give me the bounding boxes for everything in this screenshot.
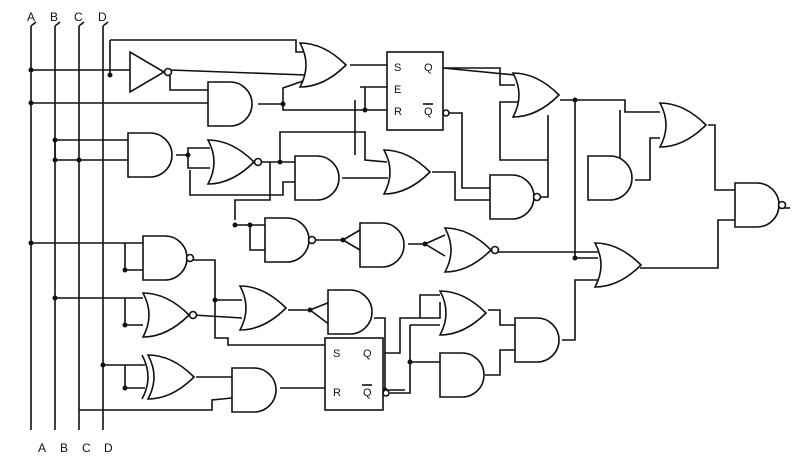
sr-latch-r-label: R <box>333 387 341 399</box>
nor-gate-1 <box>207 139 263 185</box>
or-gate-4 <box>239 285 287 331</box>
input-label-a-bottom: A <box>38 441 46 455</box>
nand-gate-upper-right <box>489 174 542 220</box>
or-gate-5 <box>439 290 487 336</box>
input-label-a: A <box>27 10 35 24</box>
nand-gate-final <box>734 182 787 228</box>
and-gate-middle <box>359 222 405 268</box>
ser-latch-s-label: S <box>394 62 401 74</box>
and-gate-7 <box>439 352 485 398</box>
input-labels-bottom: A B C D <box>38 441 113 455</box>
input-label-d-bottom: D <box>104 441 113 455</box>
sr-latch-s-label: S <box>333 348 340 360</box>
input-label-b: B <box>50 10 58 24</box>
and-gate-6 <box>231 367 277 413</box>
ser-latch-e-label: E <box>394 84 401 96</box>
input-label-c-bottom: C <box>82 441 91 455</box>
or-gate-mid-right <box>594 242 642 288</box>
not-gate <box>129 50 173 94</box>
and-gate-middle-right <box>587 155 633 201</box>
input-bus <box>30 21 109 430</box>
nor-gate-3 <box>142 292 198 338</box>
ser-latch-q-label: Q <box>424 62 433 74</box>
ser-latch: S E R Q Q <box>386 51 450 131</box>
input-labels-top: A B C D <box>27 10 107 24</box>
sr-latch-q-label: Q <box>363 348 372 360</box>
ser-latch-r-label: R <box>394 106 402 118</box>
input-label-d: D <box>98 10 107 24</box>
or-gate-2 <box>383 149 431 195</box>
sr-latch-qbar-label: Q <box>363 387 372 399</box>
and-gate-1 <box>207 81 253 127</box>
xor-gate <box>141 354 195 400</box>
and-gate-8 <box>514 317 560 363</box>
gates <box>127 42 787 413</box>
nand-gate-4 <box>142 235 195 281</box>
and-gate-2 <box>127 132 173 178</box>
or-gate-upper-right <box>512 72 560 118</box>
or-gate-1 <box>299 42 347 88</box>
or-gate-far-right <box>659 102 707 148</box>
nor-gate-middle <box>444 227 500 273</box>
and-gate-5 <box>327 289 373 335</box>
sr-latch: S R Q Q <box>324 337 390 411</box>
ser-latch-qbar-label: Q <box>424 106 433 118</box>
nand-gate-middle <box>264 217 317 263</box>
input-label-c: C <box>74 10 83 24</box>
input-label-b-bottom: B <box>60 441 68 455</box>
and-gate-3 <box>294 155 340 201</box>
